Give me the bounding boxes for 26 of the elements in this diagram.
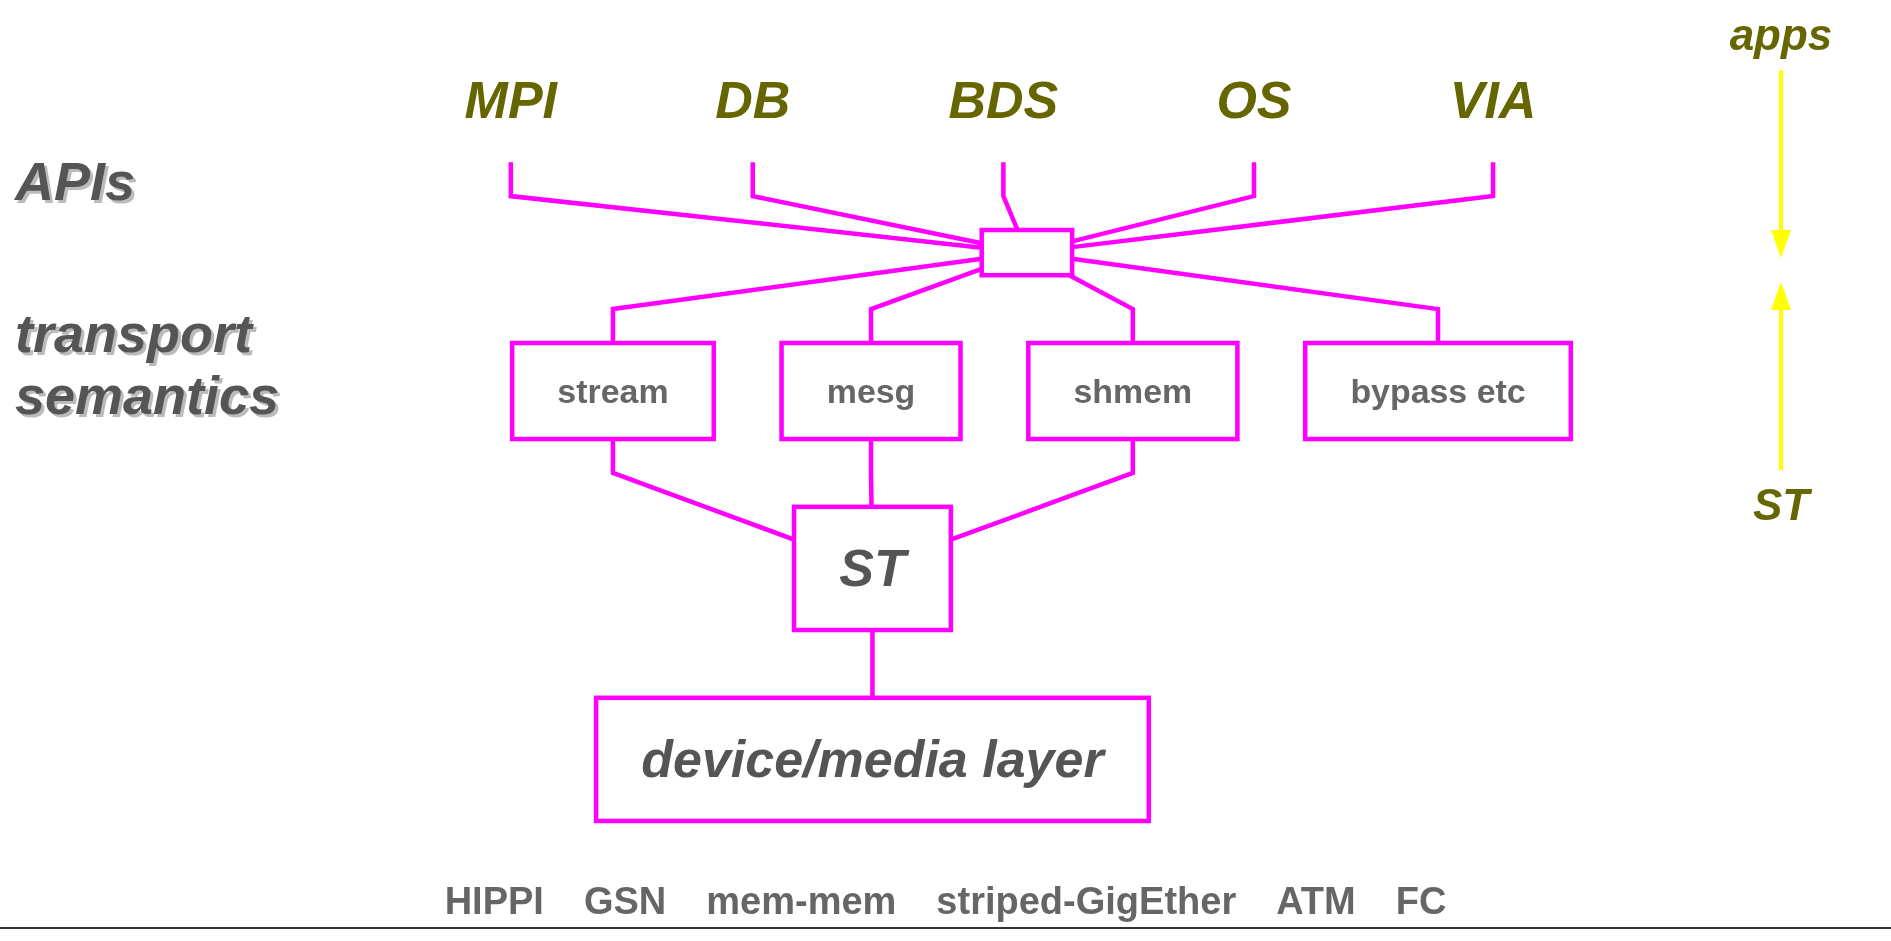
row-label: transport semantics (14, 302, 281, 426)
node-box (1302, 340, 1574, 442)
media-label: mem-mem (706, 880, 897, 923)
node-box (1026, 340, 1240, 442)
layer-label: apps (1729, 10, 1833, 60)
node-text: MPI (464, 70, 558, 130)
media-label: HIPPI (444, 880, 544, 923)
node-box (979, 227, 1075, 278)
node-box (779, 340, 963, 442)
layer-label: ST (1752, 480, 1810, 530)
media-label: FC (1395, 880, 1447, 923)
node-text: BDS (948, 70, 1059, 130)
media-label: ATM (1276, 880, 1356, 923)
node-box (593, 695, 1152, 824)
connector (1068, 273, 1136, 343)
connector (870, 630, 875, 698)
media-label: striped-GigEther (936, 880, 1237, 923)
layer-diagram: MPI DB BDS OS VIA stream mesg shmem bypass etc ST device/media layer (330, 30, 1671, 830)
node-box (791, 504, 954, 633)
connector (868, 439, 874, 507)
node-text: DB (715, 70, 791, 130)
node-text: OS (1216, 70, 1292, 130)
node-box (509, 340, 716, 442)
node-text: VIA (1449, 70, 1537, 130)
media-label: GSN (583, 880, 667, 923)
row-label: APIs (13, 150, 137, 212)
